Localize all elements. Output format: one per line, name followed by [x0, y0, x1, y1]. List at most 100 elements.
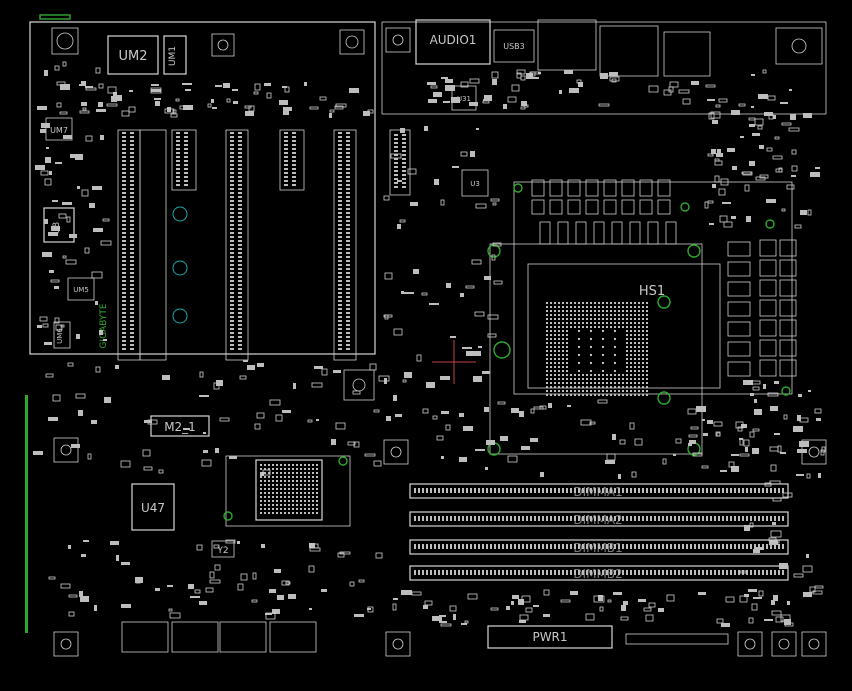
- inductor: [727, 361, 751, 377]
- socket-pin: [586, 390, 588, 392]
- dimm-pin: [602, 544, 604, 549]
- dimm-pin: [762, 570, 764, 575]
- pin-pad: [122, 208, 126, 210]
- pin-pad: [130, 144, 134, 146]
- smd-part: [321, 589, 327, 592]
- dimm-pin: [694, 488, 696, 493]
- pin-pad: [394, 170, 398, 172]
- connector-usb[interactable]: [663, 31, 711, 77]
- chip-um2[interactable]: [107, 35, 159, 75]
- smd-part: [245, 111, 254, 116]
- smd-part: [247, 365, 255, 370]
- header-bottom[interactable]: [171, 621, 219, 653]
- pin-pad: [184, 180, 188, 182]
- pin-pad: [230, 180, 234, 182]
- pin-pad: [130, 208, 134, 210]
- socket-pin: [606, 386, 608, 388]
- pin-pad: [122, 188, 126, 190]
- smd-part: [81, 81, 86, 86]
- pin-pad: [176, 164, 180, 166]
- pin-pad: [230, 316, 234, 318]
- socket-pin: [558, 342, 560, 344]
- pin-pad: [346, 188, 350, 190]
- chip-u47[interactable]: [131, 483, 175, 531]
- smd-part: [789, 89, 792, 91]
- pch-pin: [264, 488, 266, 490]
- smd-part: [213, 544, 220, 549]
- smd-part: [44, 178, 52, 186]
- pcie-slot[interactable]: [117, 129, 141, 361]
- socket-pin: [574, 322, 576, 324]
- header-bottom[interactable]: [219, 621, 267, 653]
- socket-pin: [582, 390, 584, 392]
- smd-part: [731, 110, 740, 115]
- socket-pin: [554, 390, 556, 392]
- connector-audio1[interactable]: [415, 19, 491, 65]
- dimm-pin: [538, 488, 540, 493]
- dimm-slot-b1[interactable]: [409, 539, 789, 555]
- smd-part: [783, 414, 788, 420]
- socket-pin: [574, 390, 576, 392]
- pcie-slot-short[interactable]: [279, 129, 305, 191]
- dimm-slot-a2[interactable]: [409, 511, 789, 527]
- pch-pin: [312, 500, 314, 502]
- header-bottom[interactable]: [121, 621, 169, 653]
- smd-part: [623, 601, 628, 605]
- smd-part: [741, 424, 747, 428]
- connector-pwr1[interactable]: [487, 625, 613, 649]
- pin-pad: [346, 292, 350, 294]
- pcie-slot[interactable]: [225, 129, 249, 361]
- pin-pad: [338, 176, 342, 178]
- hs-mount-hole: [487, 244, 501, 258]
- socket-pin: [550, 302, 552, 304]
- smd-part: [744, 594, 749, 597]
- connector-ps2[interactable]: [775, 27, 823, 65]
- chip-u3[interactable]: [461, 169, 489, 197]
- dimm-slot-b2[interactable]: [409, 565, 789, 581]
- chip-pch[interactable]: [255, 459, 323, 521]
- pin-pad: [338, 348, 342, 350]
- socket-pin: [554, 386, 556, 388]
- dimm-slot-a1[interactable]: [409, 483, 789, 499]
- pin-pad: [402, 170, 406, 172]
- crystal-y2[interactable]: [211, 540, 235, 558]
- chip-u8[interactable]: [43, 207, 75, 243]
- socket-pin: [562, 354, 564, 356]
- pin-pad: [122, 156, 126, 158]
- chip-um6[interactable]: [53, 321, 71, 349]
- smd-part: [543, 589, 550, 596]
- connector-lan[interactable]: [537, 19, 597, 71]
- pin-pad: [402, 182, 406, 184]
- vrm-cap: [603, 199, 617, 215]
- smd-part: [465, 285, 475, 289]
- chip-um5[interactable]: [67, 277, 95, 301]
- hs-mount-hole: [493, 341, 511, 359]
- dimm-pin: [590, 570, 592, 575]
- slot-m2-1[interactable]: [150, 415, 210, 437]
- pch-pin: [280, 488, 282, 490]
- chip-small[interactable]: [343, 369, 375, 401]
- pin-pad: [230, 156, 234, 158]
- socket-pin: [578, 322, 580, 324]
- pch-pin: [308, 496, 310, 498]
- smd-part: [740, 136, 744, 138]
- pin-pad: [238, 300, 242, 302]
- socket-pin: [606, 326, 608, 328]
- pcie-slot[interactable]: [333, 129, 357, 361]
- connector-usb3[interactable]: [493, 29, 535, 63]
- heatsink-hs1[interactable]: [489, 243, 703, 455]
- socket-pin: [634, 390, 636, 392]
- smd-part: [769, 446, 779, 452]
- pcie-slot-short[interactable]: [171, 129, 197, 191]
- smd-part: [775, 616, 784, 623]
- pin-pad: [176, 160, 180, 162]
- pin-pad: [122, 180, 126, 182]
- inductor-column: [727, 239, 797, 377]
- connector-video[interactable]: [599, 25, 659, 77]
- socket-pin: [634, 354, 636, 356]
- chip-um1[interactable]: [163, 35, 187, 75]
- smd-part: [493, 280, 503, 285]
- pch-pin: [308, 512, 310, 514]
- header-bottom[interactable]: [269, 621, 317, 653]
